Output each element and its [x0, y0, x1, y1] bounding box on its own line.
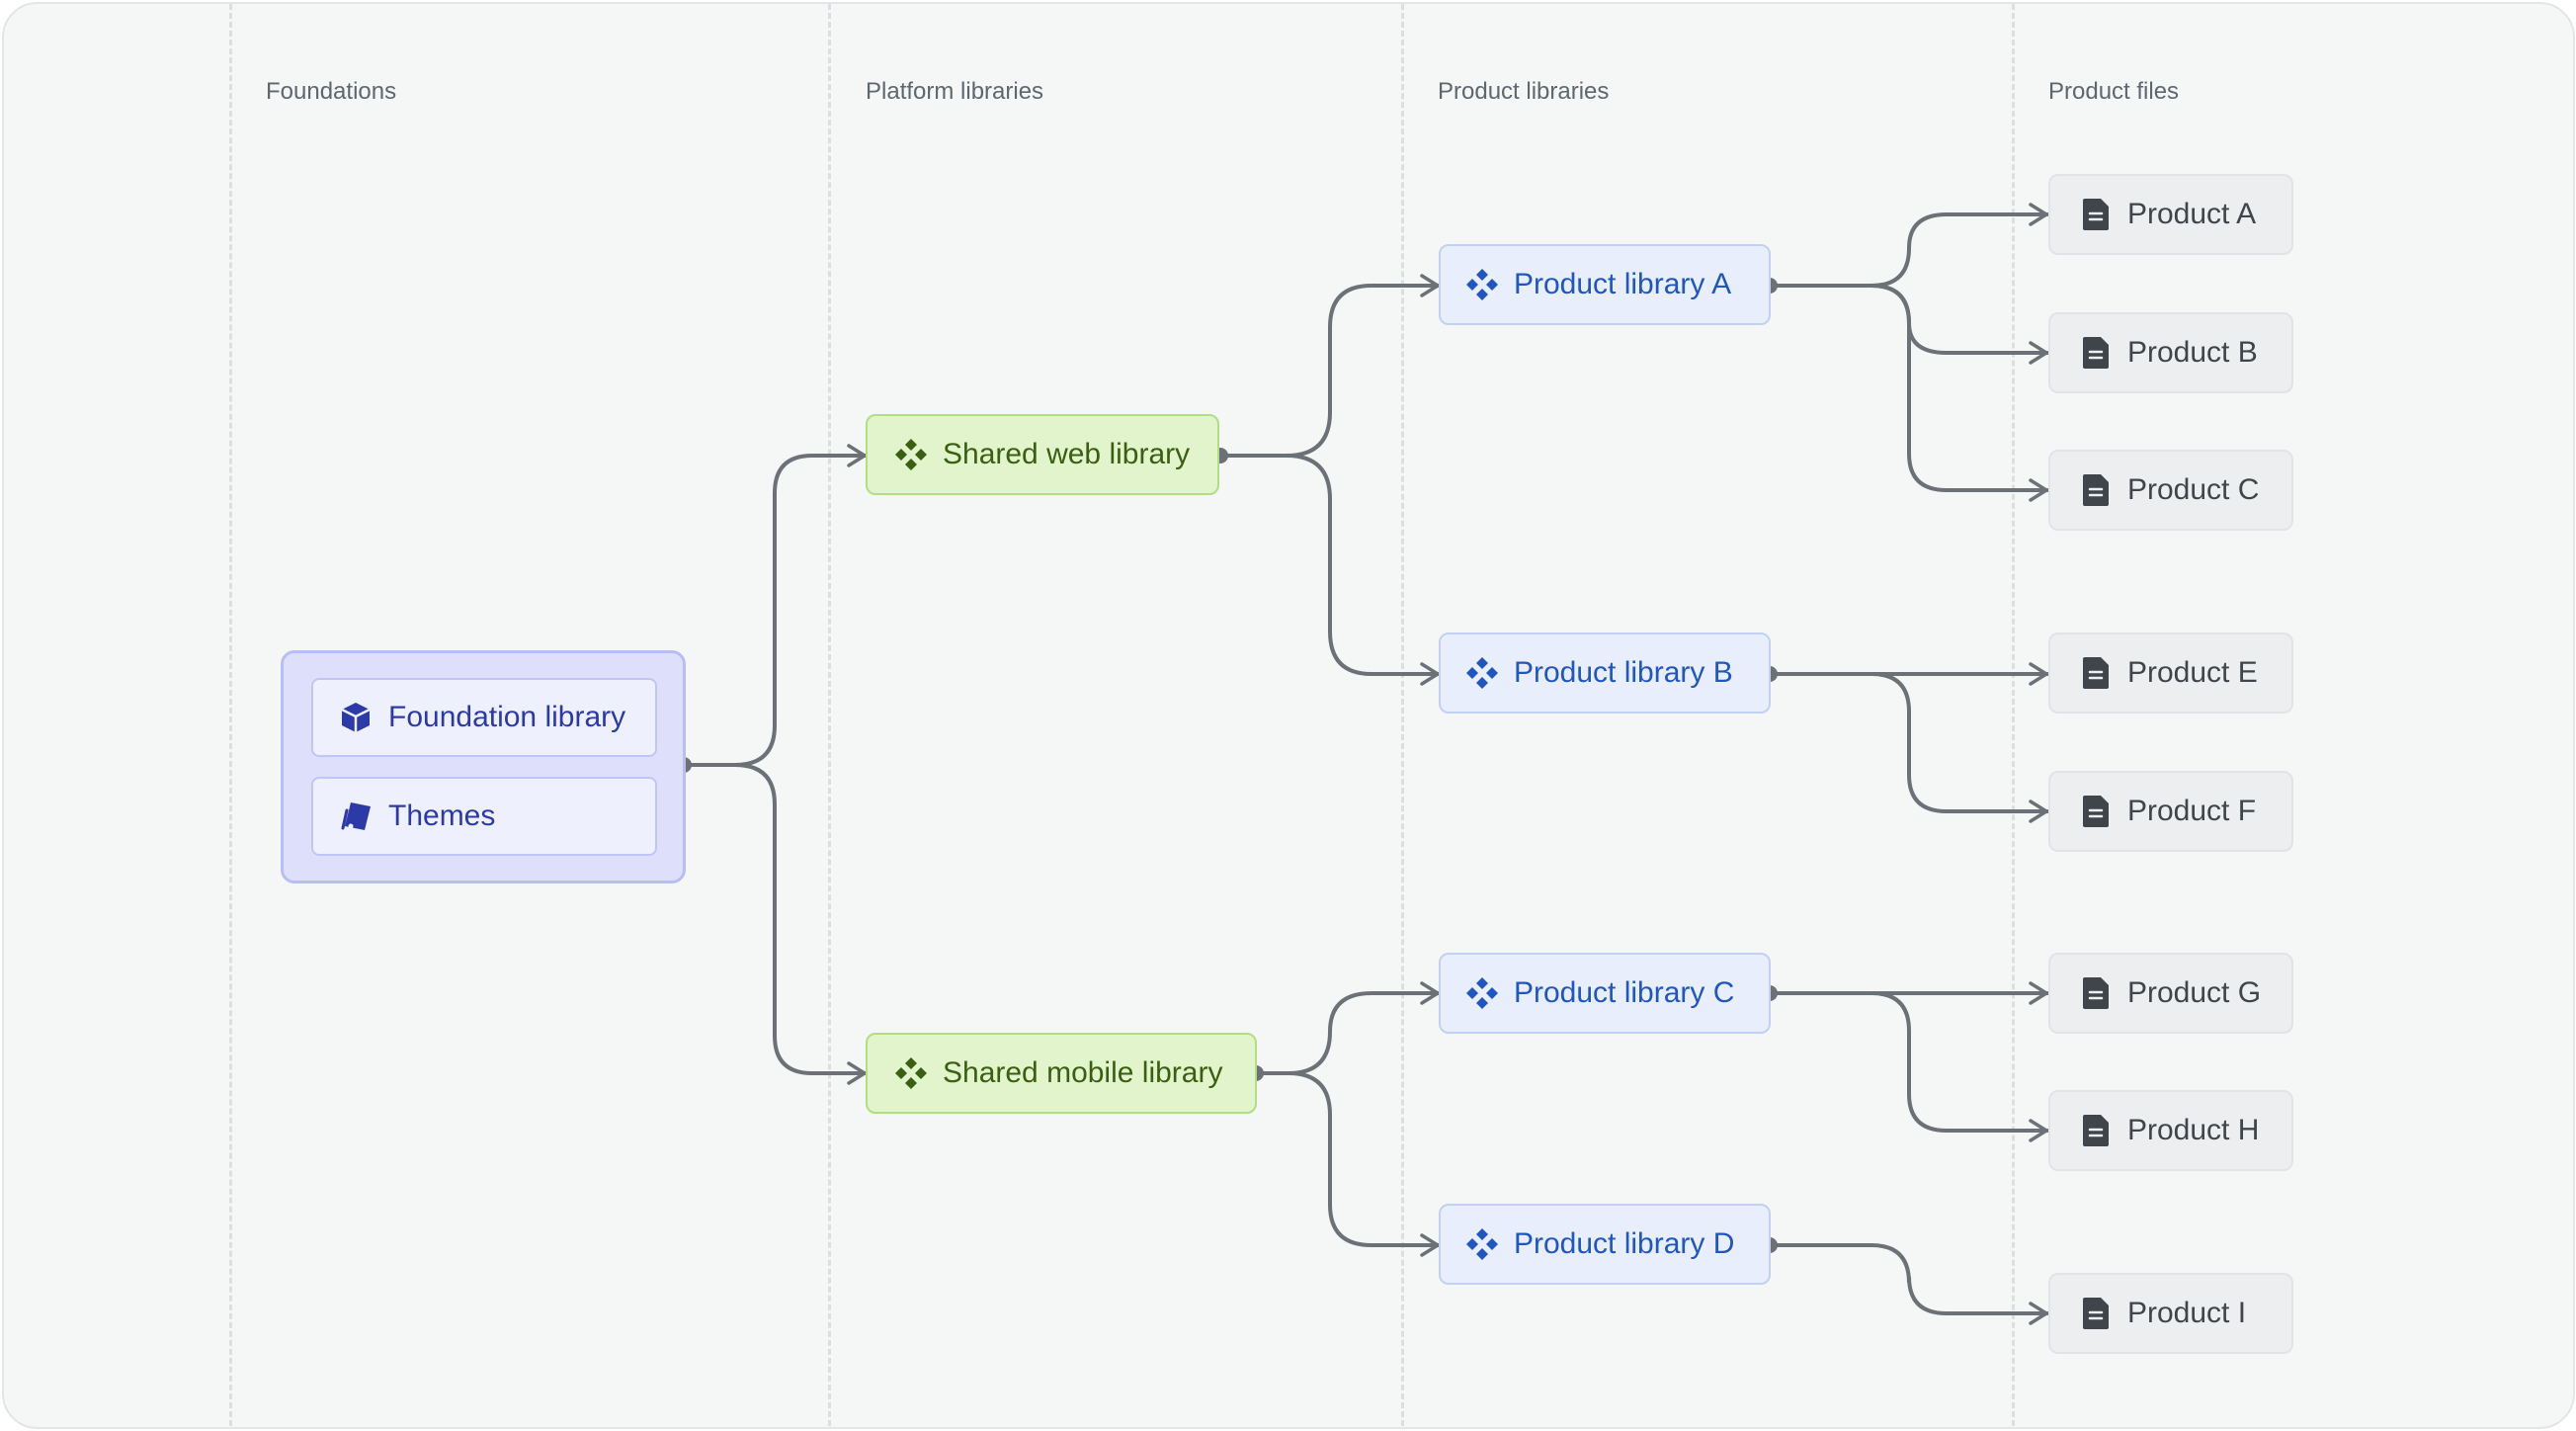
product-file-c-node[interactable]: Product C	[2048, 450, 2293, 531]
product-library-b-node[interactable]: Product library B	[1439, 632, 1771, 714]
foundation-library-node[interactable]: Foundation library	[311, 678, 657, 757]
product-file-b-label: Product B	[2127, 336, 2258, 369]
connector-lib-c-product-h	[1768, 991, 2049, 1142]
component-diamond-icon	[1464, 975, 1500, 1011]
product-file-a-label: Product A	[2127, 198, 2257, 230]
component-diamond-icon	[893, 1055, 929, 1091]
document-icon	[2078, 1296, 2114, 1331]
column-label-product-libraries: Product libraries	[1438, 78, 1610, 105]
shared-web-library-node[interactable]: Shared web library	[866, 414, 1219, 495]
product-file-f-label: Product F	[2127, 795, 2257, 827]
connector-mobile-lib-c	[1254, 981, 1441, 1075]
component-diamond-icon	[893, 437, 929, 472]
connector-lib-a-product-a	[1768, 203, 2049, 288]
product-file-a-node[interactable]: Product A	[2048, 174, 2293, 255]
document-icon	[2078, 1113, 2114, 1148]
connector-foundation-web	[682, 444, 868, 767]
shared-web-library-label: Shared web library	[943, 438, 1191, 470]
product-file-h-node[interactable]: Product H	[2048, 1090, 2293, 1171]
product-file-i-node[interactable]: Product I	[2048, 1273, 2293, 1354]
document-icon	[2078, 655, 2114, 691]
column-divider	[828, 4, 831, 1427]
column-divider	[229, 4, 232, 1427]
column-label-foundations: Foundations	[266, 78, 397, 105]
document-icon	[2078, 197, 2114, 232]
shared-mobile-library-node[interactable]: Shared mobile library	[866, 1033, 1257, 1114]
connector-lib-d-product-i	[1768, 1243, 2049, 1325]
component-diamond-icon	[1464, 1226, 1500, 1262]
themes-node[interactable]: Themes	[311, 777, 657, 856]
product-file-i-label: Product I	[2127, 1297, 2247, 1329]
column-label-platform-libraries: Platform libraries	[866, 78, 1044, 105]
document-icon	[2078, 335, 2114, 371]
tag-icon	[339, 799, 374, 834]
product-file-e-label: Product E	[2127, 656, 2258, 689]
connector-lib-b-product-f	[1768, 672, 2049, 823]
product-file-g-node[interactable]: Product G	[2048, 953, 2293, 1034]
product-library-c-node[interactable]: Product library C	[1439, 953, 1771, 1034]
connector-foundation-mobile	[682, 763, 868, 1085]
product-file-c-label: Product C	[2127, 473, 2260, 506]
document-icon	[2078, 472, 2114, 508]
cube-icon	[339, 700, 374, 735]
document-icon	[2078, 794, 2114, 829]
column-label-product-files: Product files	[2048, 78, 2180, 105]
product-file-g-label: Product G	[2127, 976, 2262, 1009]
themes-label: Themes	[388, 800, 496, 832]
product-file-b-node[interactable]: Product B	[2048, 312, 2293, 393]
shared-mobile-library-label: Shared mobile library	[943, 1056, 1223, 1089]
product-library-b-label: Product library B	[1514, 656, 1733, 689]
connector-mobile-lib-d	[1254, 1071, 1441, 1257]
column-divider	[2012, 4, 2015, 1427]
product-library-d-label: Product library D	[1514, 1227, 1735, 1260]
product-file-f-node[interactable]: Product F	[2048, 771, 2293, 852]
document-icon	[2078, 975, 2114, 1011]
component-diamond-icon	[1464, 655, 1500, 691]
product-library-a-label: Product library A	[1514, 268, 1732, 300]
product-file-h-label: Product H	[2127, 1114, 2260, 1146]
foundation-library-label: Foundation library	[388, 701, 626, 733]
connector-web-lib-b	[1218, 454, 1441, 686]
component-diamond-icon	[1464, 267, 1500, 302]
connector-lines	[676, 203, 2049, 1325]
connector-lib-a-product-c	[1768, 284, 2049, 502]
product-library-d-node[interactable]: Product library D	[1439, 1204, 1771, 1285]
product-library-a-node[interactable]: Product library A	[1439, 244, 1771, 325]
product-file-e-node[interactable]: Product E	[2048, 632, 2293, 714]
foundation-group[interactable]: Foundation library Themes	[281, 650, 686, 884]
product-library-c-label: Product library C	[1514, 976, 1735, 1009]
column-divider	[1401, 4, 1404, 1427]
connector-web-lib-a	[1218, 274, 1441, 458]
